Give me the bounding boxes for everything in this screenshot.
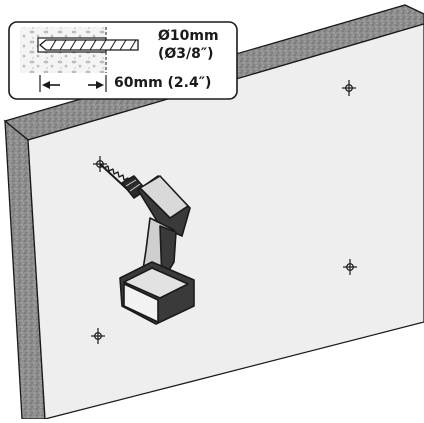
crosshair-mark-icon — [343, 259, 357, 275]
depth-label: 60mm (2.4″) — [114, 75, 212, 91]
crosshair-mark-icon — [91, 328, 105, 344]
drill-marks — [91, 80, 357, 344]
diameter-metric-label: Ø10mm — [158, 28, 219, 44]
crosshair-mark-icon — [342, 80, 356, 96]
diameter-imperial-label: (Ø3/8″) — [158, 46, 214, 62]
spec-callout — [8, 21, 238, 100]
wall-face — [27, 23, 424, 420]
cordless-drill-icon — [99, 163, 195, 325]
